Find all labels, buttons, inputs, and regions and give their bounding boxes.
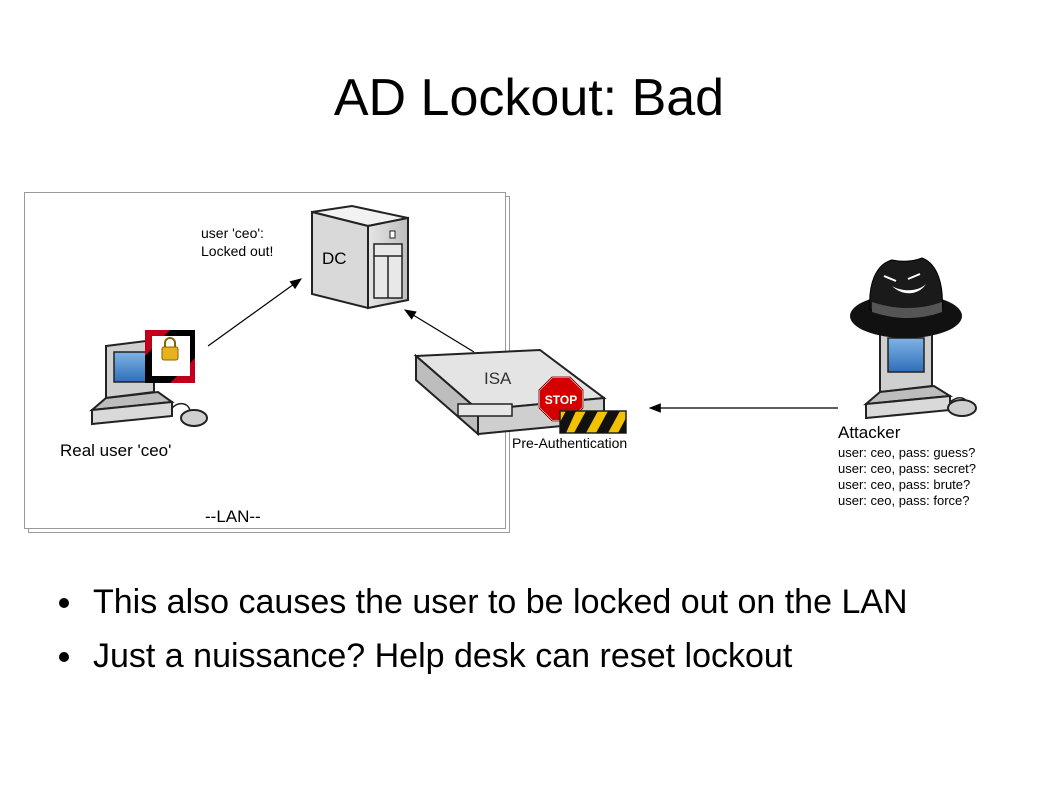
stop-sign-text: STOP	[545, 393, 577, 407]
attacker-label: Attacker	[838, 423, 901, 442]
dc-server-icon	[311, 204, 409, 310]
attacker-computer-icon	[862, 324, 977, 420]
isa-label: ISA	[484, 369, 512, 388]
bullet-item: This also causes the user to be locked o…	[55, 582, 1015, 622]
attacker-attempt-item: user: ceo, pass: force?	[838, 493, 970, 508]
arrow-isa-to-dc	[403, 309, 475, 353]
dc-status-line2: Locked out!	[201, 243, 274, 259]
preauth-label: Pre-Authentication	[512, 435, 628, 451]
slide-title: AD Lockout: Bad	[333, 69, 725, 127]
lan-label: --LAN--	[205, 507, 261, 526]
bullet-dot-icon	[59, 652, 69, 662]
bullet-text: Just a nuissance? Help desk can reset lo…	[93, 637, 793, 675]
bullet-dot-icon	[59, 598, 69, 608]
bullet-text: This also causes the user to be locked o…	[93, 583, 908, 621]
black-hat-icon	[850, 257, 962, 338]
barrier-icon	[559, 410, 627, 434]
dc-label: DC	[322, 249, 347, 268]
attacker-attempt-item: user: ceo, pass: guess?	[838, 445, 976, 460]
attacker-attempt-item: user: ceo, pass: secret?	[838, 461, 977, 476]
bullet-item: Just a nuissance? Help desk can reset lo…	[55, 636, 1015, 676]
user-computer-icon	[88, 338, 208, 427]
dc-status-line1: user 'ceo':	[201, 225, 264, 241]
lock-badge-icon	[145, 330, 195, 383]
bullet-list: This also causes the user to be locked o…	[55, 582, 1015, 690]
attacker-attempt-item: user: ceo, pass: brute?	[838, 477, 971, 492]
attacker-attempts: user: ceo, pass: guess? user: ceo, pass:…	[838, 445, 976, 509]
real-user-label: Real user 'ceo'	[60, 441, 172, 460]
arrow-user-to-dc	[207, 278, 302, 347]
